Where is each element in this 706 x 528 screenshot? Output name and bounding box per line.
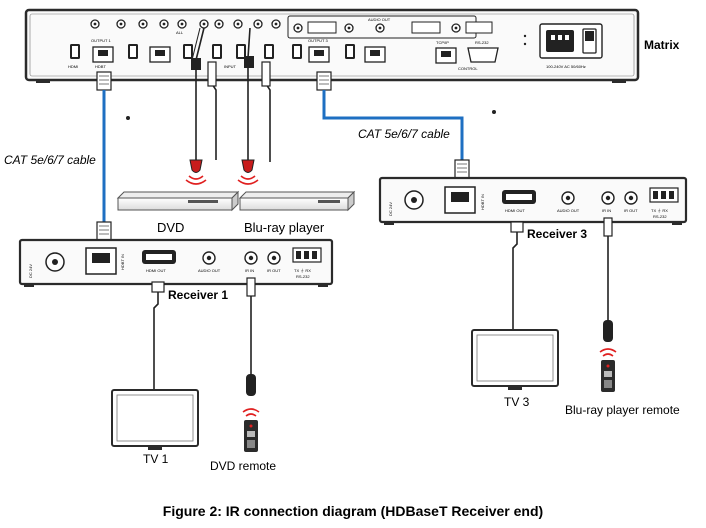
- dvd-label: DVD: [157, 220, 184, 235]
- matrix-output1-label: OUTPUT 1: [91, 38, 111, 43]
- r1-ir-out-label: IR OUT: [267, 268, 281, 273]
- r3-hdbt-label: HDBT IN: [480, 194, 485, 210]
- r3-hdmi-cable: [510, 221, 524, 330]
- cable-left-label: CAT 5e/6/7 cable: [4, 153, 96, 167]
- matrix-control-area: TCP/IP RS-232 CONTROL: [435, 34, 527, 71]
- matrix-control-label: CONTROL: [458, 66, 478, 71]
- tv3-label: TV 3: [504, 395, 530, 409]
- r3-hdmi-out-label: HDMI OUT: [505, 208, 525, 213]
- matrix-hdmi-ports: HDMI: [68, 44, 355, 69]
- tv1-label: TV 1: [143, 452, 169, 466]
- figure-caption: Figure 2: IR connection diagram (HDBaseT…: [163, 503, 543, 519]
- matrix-hdbt-ports: HDBT OUTPUT 1 OUTPUT 3 INPUT: [91, 38, 386, 69]
- tv-3: TV 3: [471, 329, 559, 409]
- ir-emitter-bluray: [237, 159, 259, 185]
- r3-ir-out-label: IR OUT: [624, 208, 638, 213]
- cat-cable-left: CAT 5e/6/7 cable: [4, 71, 112, 241]
- matrix-rs232-label: RS-232: [475, 40, 489, 45]
- r1-hdmi-cable: [151, 281, 165, 390]
- receiver1-label: Receiver 1: [168, 288, 228, 302]
- r1-ir-in-label: IR IN: [245, 268, 254, 273]
- tv-1: TV 1: [111, 389, 199, 466]
- bluray-label: Blu-ray player: [244, 220, 325, 235]
- receiver-1: DC 24V HDBT IN HDMI OUT AUDIO OUT IR IN …: [18, 238, 334, 302]
- r3-dc-label: DC 24V: [388, 202, 393, 216]
- matrix-ir-all-label: ALL: [176, 30, 184, 35]
- matrix-hdmi-label: HDMI: [68, 64, 78, 69]
- r1-txrx-label: TX ⏚ RX: [294, 267, 311, 273]
- dot-left: [126, 116, 130, 120]
- r3-rs232-label: RS-232: [653, 214, 667, 219]
- matrix-audio-out-block: AUDIO OUT: [287, 15, 493, 39]
- cat-cable-right: CAT 5e/6/7 cable: [316, 71, 470, 179]
- dot-right: [492, 110, 496, 114]
- ir-receiver-3: [603, 217, 613, 342]
- bluray-player: Blu-ray player: [238, 190, 356, 235]
- receiver3-label: Receiver 3: [527, 227, 587, 241]
- matrix-input-label: INPUT: [224, 64, 237, 69]
- r3-audio-out-label: AUDIO OUT: [557, 208, 580, 213]
- matrix-tcpip-label: TCP/IP: [436, 40, 449, 45]
- matrix-hdbt-label: HDBT: [95, 64, 106, 69]
- dvd-remote: DVD remote: [210, 408, 276, 473]
- matrix-device: ALL HDMI HDBT OUTPUT 1 OUTPUT 3 INPUT: [24, 8, 680, 83]
- matrix-ir-in-jacks: ALL: [90, 19, 281, 35]
- r3-txrx-label: TX ⏚ RX: [651, 207, 668, 213]
- r1-dc-label: DC 24V: [28, 264, 33, 278]
- r1-rs232-label: RS-232: [296, 274, 310, 279]
- matrix-power-label: 100-240V AC 50/60Hz: [546, 64, 586, 69]
- dvd-player: DVD: [116, 190, 240, 235]
- cable-right-label: CAT 5e/6/7 cable: [358, 127, 450, 141]
- matrix-power-section: 100-240V AC 50/60Hz: [539, 23, 603, 69]
- r1-audio-out-label: AUDIO OUT: [198, 268, 221, 273]
- r3-ir-in-label: IR IN: [602, 208, 611, 213]
- r1-hdmi-out-label: HDMI OUT: [146, 268, 166, 273]
- matrix-output3-label: OUTPUT 3: [308, 38, 328, 43]
- ir-emitter-dvd: [185, 159, 207, 185]
- ir-receiver-1: [246, 277, 256, 396]
- matrix-label: Matrix: [644, 38, 680, 52]
- bluray-remote: Blu-ray player remote: [565, 348, 680, 417]
- receiver-3: DC 24V HDBT IN HDMI OUT AUDIO OUT IR IN …: [378, 176, 688, 241]
- r1-hdbt-label: HDBT IN: [120, 254, 125, 270]
- dvd-remote-label: DVD remote: [210, 459, 276, 473]
- ir-emitter-cables: [191, 27, 271, 162]
- matrix-audio-out-label: AUDIO OUT: [368, 17, 391, 22]
- bluray-remote-label: Blu-ray player remote: [565, 403, 680, 417]
